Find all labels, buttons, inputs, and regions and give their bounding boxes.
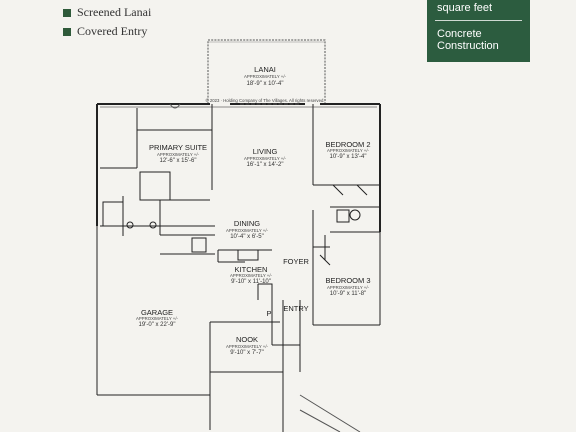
room-bedroom-3: BEDROOM 3 APPROXIMATELY +/- 10'-9" x 11'… — [325, 276, 370, 297]
room-dims: 19'-0" x 22'-9" — [139, 322, 176, 328]
room-approx: APPROXIMATELY +/- — [226, 344, 268, 349]
room-name: ENTRY — [283, 304, 308, 313]
plan-walls — [96, 39, 381, 432]
room-approx: APPROXIMATELY +/- — [157, 152, 199, 157]
room-primary-suite: PRIMARY SUITE APPROXIMATELY +/- 12'-6" x… — [149, 143, 207, 164]
room-foyer: FOYER — [283, 257, 309, 266]
room-name: NOOK — [236, 335, 258, 344]
room-lanai: LANAI APPROXIMATELY +/- 18'-9" x 10'-4" — [244, 65, 286, 87]
room-name: LIVING — [253, 147, 278, 156]
copyright-text: © 2023 · Holding Company of The Villages… — [205, 98, 324, 103]
room-name: KITCHEN — [235, 265, 268, 274]
room-garage: GARAGE APPROXIMATELY +/- 19'-0" x 22'-9" — [136, 308, 178, 328]
construction-label: Concrete Construction — [437, 28, 499, 52]
room-approx: APPROXIMATELY +/- — [327, 285, 369, 290]
room-approx: APPROXIMATELY +/- — [226, 228, 268, 233]
room-dims: 18'-9" x 10'-4" — [247, 81, 284, 87]
legend-item-screened-lanai: Screened Lanai — [63, 3, 151, 22]
room-kitchen: KITCHEN APPROXIMATELY +/- 9'-10" x 11'-1… — [230, 265, 272, 285]
room-approx: APPROXIMATELY +/- — [244, 156, 286, 161]
room-name: P — [266, 309, 271, 318]
room-living: LIVING APPROXIMATELY +/- 16'-1" x 14'-2" — [244, 147, 286, 168]
room-dims: 10'-9" x 13'-4" — [330, 154, 367, 160]
legend-swatch — [63, 8, 71, 17]
room-entry: ENTRY — [283, 304, 308, 313]
room-name: FOYER — [283, 257, 309, 266]
room-name: GARAGE — [141, 308, 173, 317]
room-dining: DINING APPROXIMATELY +/- 10'-4" x 6'-5" — [226, 219, 268, 240]
square-feet-label: square feet — [437, 2, 493, 14]
room-dims: 16'-1" x 14'-2" — [247, 162, 284, 168]
room-dims: 9'-10" x 7'-7" — [230, 350, 264, 356]
room-dims: 9'-10" x 11'-10" — [231, 279, 271, 285]
room-name: BEDROOM 3 — [325, 276, 370, 285]
room-approx: APPROXIMATELY +/- — [244, 74, 286, 79]
legend-swatch — [63, 27, 71, 36]
room-pantry: P — [266, 309, 271, 318]
room-dims: 12'-6" x 15'-6" — [160, 158, 197, 164]
room-approx: APPROXIMATELY +/- — [230, 273, 272, 278]
room-name: LANAI — [254, 65, 276, 74]
room-approx: APPROXIMATELY +/- — [136, 316, 178, 321]
divider — [435, 20, 522, 21]
room-dims: 10'-9" x 11'-8" — [330, 291, 366, 297]
legend-item-covered-entry: Covered Entry — [63, 22, 151, 41]
room-nook: NOOK APPROXIMATELY +/- 9'-10" x 7'-7" — [226, 335, 268, 356]
room-name: DINING — [234, 219, 260, 228]
room-bedroom-2: BEDROOM 2 APPROXIMATELY +/- 10'-9" x 13'… — [325, 140, 370, 160]
room-dims: 10'-4" x 6'-5" — [230, 234, 264, 240]
room-name: BEDROOM 2 — [325, 140, 370, 149]
legend: Screened Lanai Covered Entry — [63, 3, 151, 41]
room-approx: APPROXIMATELY +/- — [327, 148, 369, 153]
legend-label: Screened Lanai — [77, 5, 152, 19]
info-box: square feet Concrete Construction — [427, 0, 530, 62]
room-name: PRIMARY SUITE — [149, 143, 207, 152]
legend-label: Covered Entry — [77, 24, 148, 38]
